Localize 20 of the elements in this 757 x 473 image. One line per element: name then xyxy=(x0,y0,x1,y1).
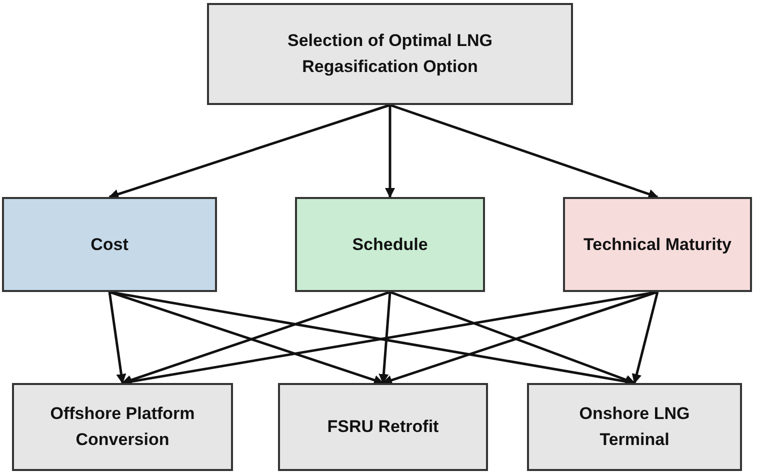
box-label: Selection of Optimal LNG Regasification Option xyxy=(286,30,494,78)
criterion-box xyxy=(295,197,485,292)
arrow xyxy=(385,105,395,198)
arrow xyxy=(108,292,126,384)
arrow xyxy=(108,104,390,199)
arrow xyxy=(632,292,659,384)
box-label: Onshore LNG Terminal xyxy=(578,403,691,451)
arrow xyxy=(378,292,392,384)
box-label: Offshore Platform Conversion xyxy=(49,403,196,451)
criterion-box xyxy=(2,197,217,292)
box-label: Cost xyxy=(90,234,128,256)
criterion-box xyxy=(563,197,752,292)
option-box xyxy=(527,383,742,471)
box-label: Schedule xyxy=(352,234,428,256)
box-label: Technical Maturity xyxy=(584,234,732,256)
arrow xyxy=(390,104,658,199)
option-box xyxy=(278,383,488,471)
goal-box xyxy=(207,3,573,105)
option-box xyxy=(12,383,233,471)
box-label: FSRU Retrofit xyxy=(327,416,439,438)
